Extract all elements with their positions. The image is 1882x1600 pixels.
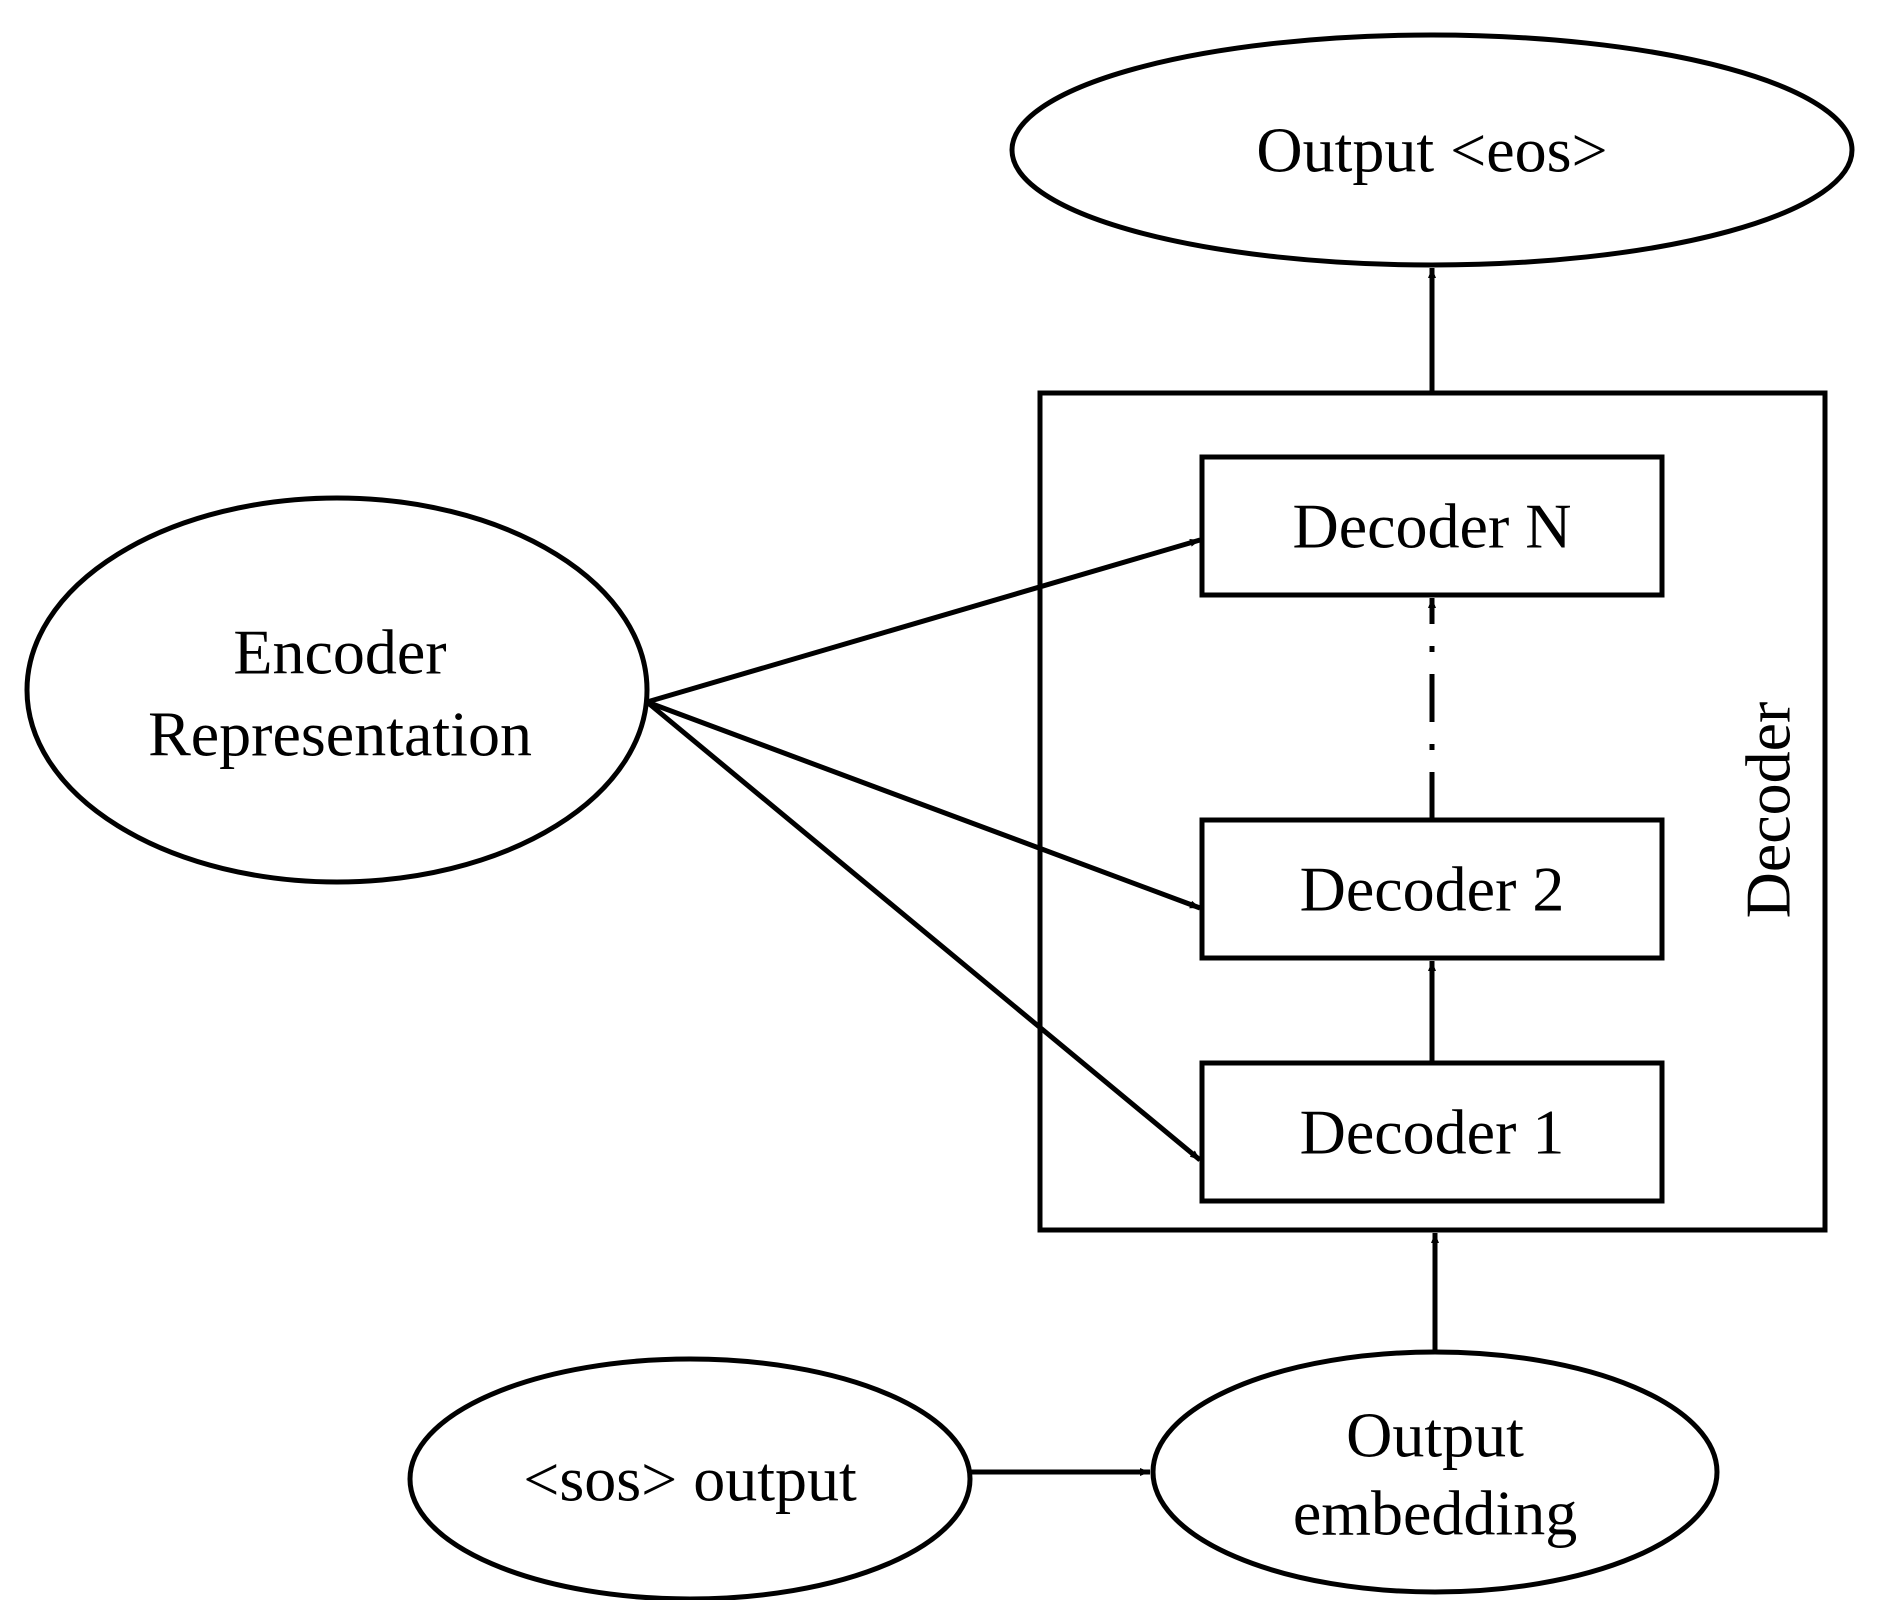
decoder-1-box: Decoder 1 (1199, 1060, 1665, 1204)
edge-encoder-to-decoder1 (645, 700, 1202, 1162)
sos-output-node: <sos> output (407, 1356, 973, 1600)
embedding-label-line2: embedding (1293, 1478, 1577, 1549)
encoder-label-line2: Representation (148, 699, 532, 770)
decoder-group-label: Decoder (1733, 702, 1804, 919)
decoder-1-label: Decoder 1 (1300, 1097, 1565, 1168)
encoder-representation-node: Encoder Representation (24, 495, 650, 885)
decoder-n-box: Decoder N (1199, 454, 1665, 598)
edge-encoder-to-decoderN (646, 537, 1201, 705)
decoder-n-label: Decoder N (1293, 491, 1572, 562)
output-eos-label: Output <eos> (1256, 115, 1607, 186)
output-embedding-node: Output embedding (1150, 1349, 1720, 1595)
encoder-label-line1: Encoder (233, 617, 446, 688)
edge-encoder-to-decoder2 (646, 699, 1201, 911)
output-eos-node: Output <eos> (1009, 32, 1855, 268)
embedding-label-line1: Output (1346, 1400, 1524, 1471)
sos-output-label: <sos> output (523, 1444, 857, 1515)
decoder-2-label: Decoder 2 (1300, 854, 1565, 925)
decoder-2-box: Decoder 2 (1199, 817, 1665, 961)
